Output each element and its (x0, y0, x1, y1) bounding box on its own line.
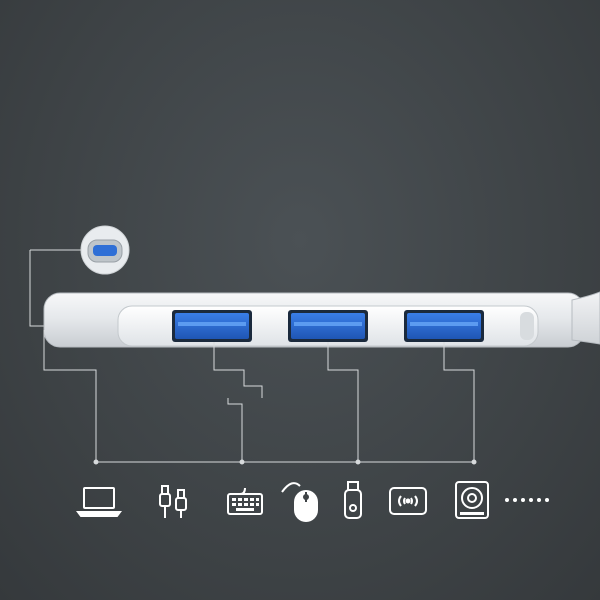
wireless-charger-icon (389, 487, 427, 515)
usb-port-1 (172, 310, 252, 342)
usb-cable-icon (159, 485, 187, 518)
usb-port-3 (404, 310, 484, 342)
hard-drive-icon (455, 481, 489, 519)
flash-drive-icon (344, 481, 362, 519)
laptop-icon (76, 487, 122, 517)
type-c-callout (29, 225, 130, 327)
usb-port-2 (288, 310, 368, 342)
more-dots-icon (505, 498, 549, 502)
keyboard-icon (227, 487, 263, 515)
mouse-icon (281, 482, 318, 522)
connection-lines (43, 330, 477, 465)
